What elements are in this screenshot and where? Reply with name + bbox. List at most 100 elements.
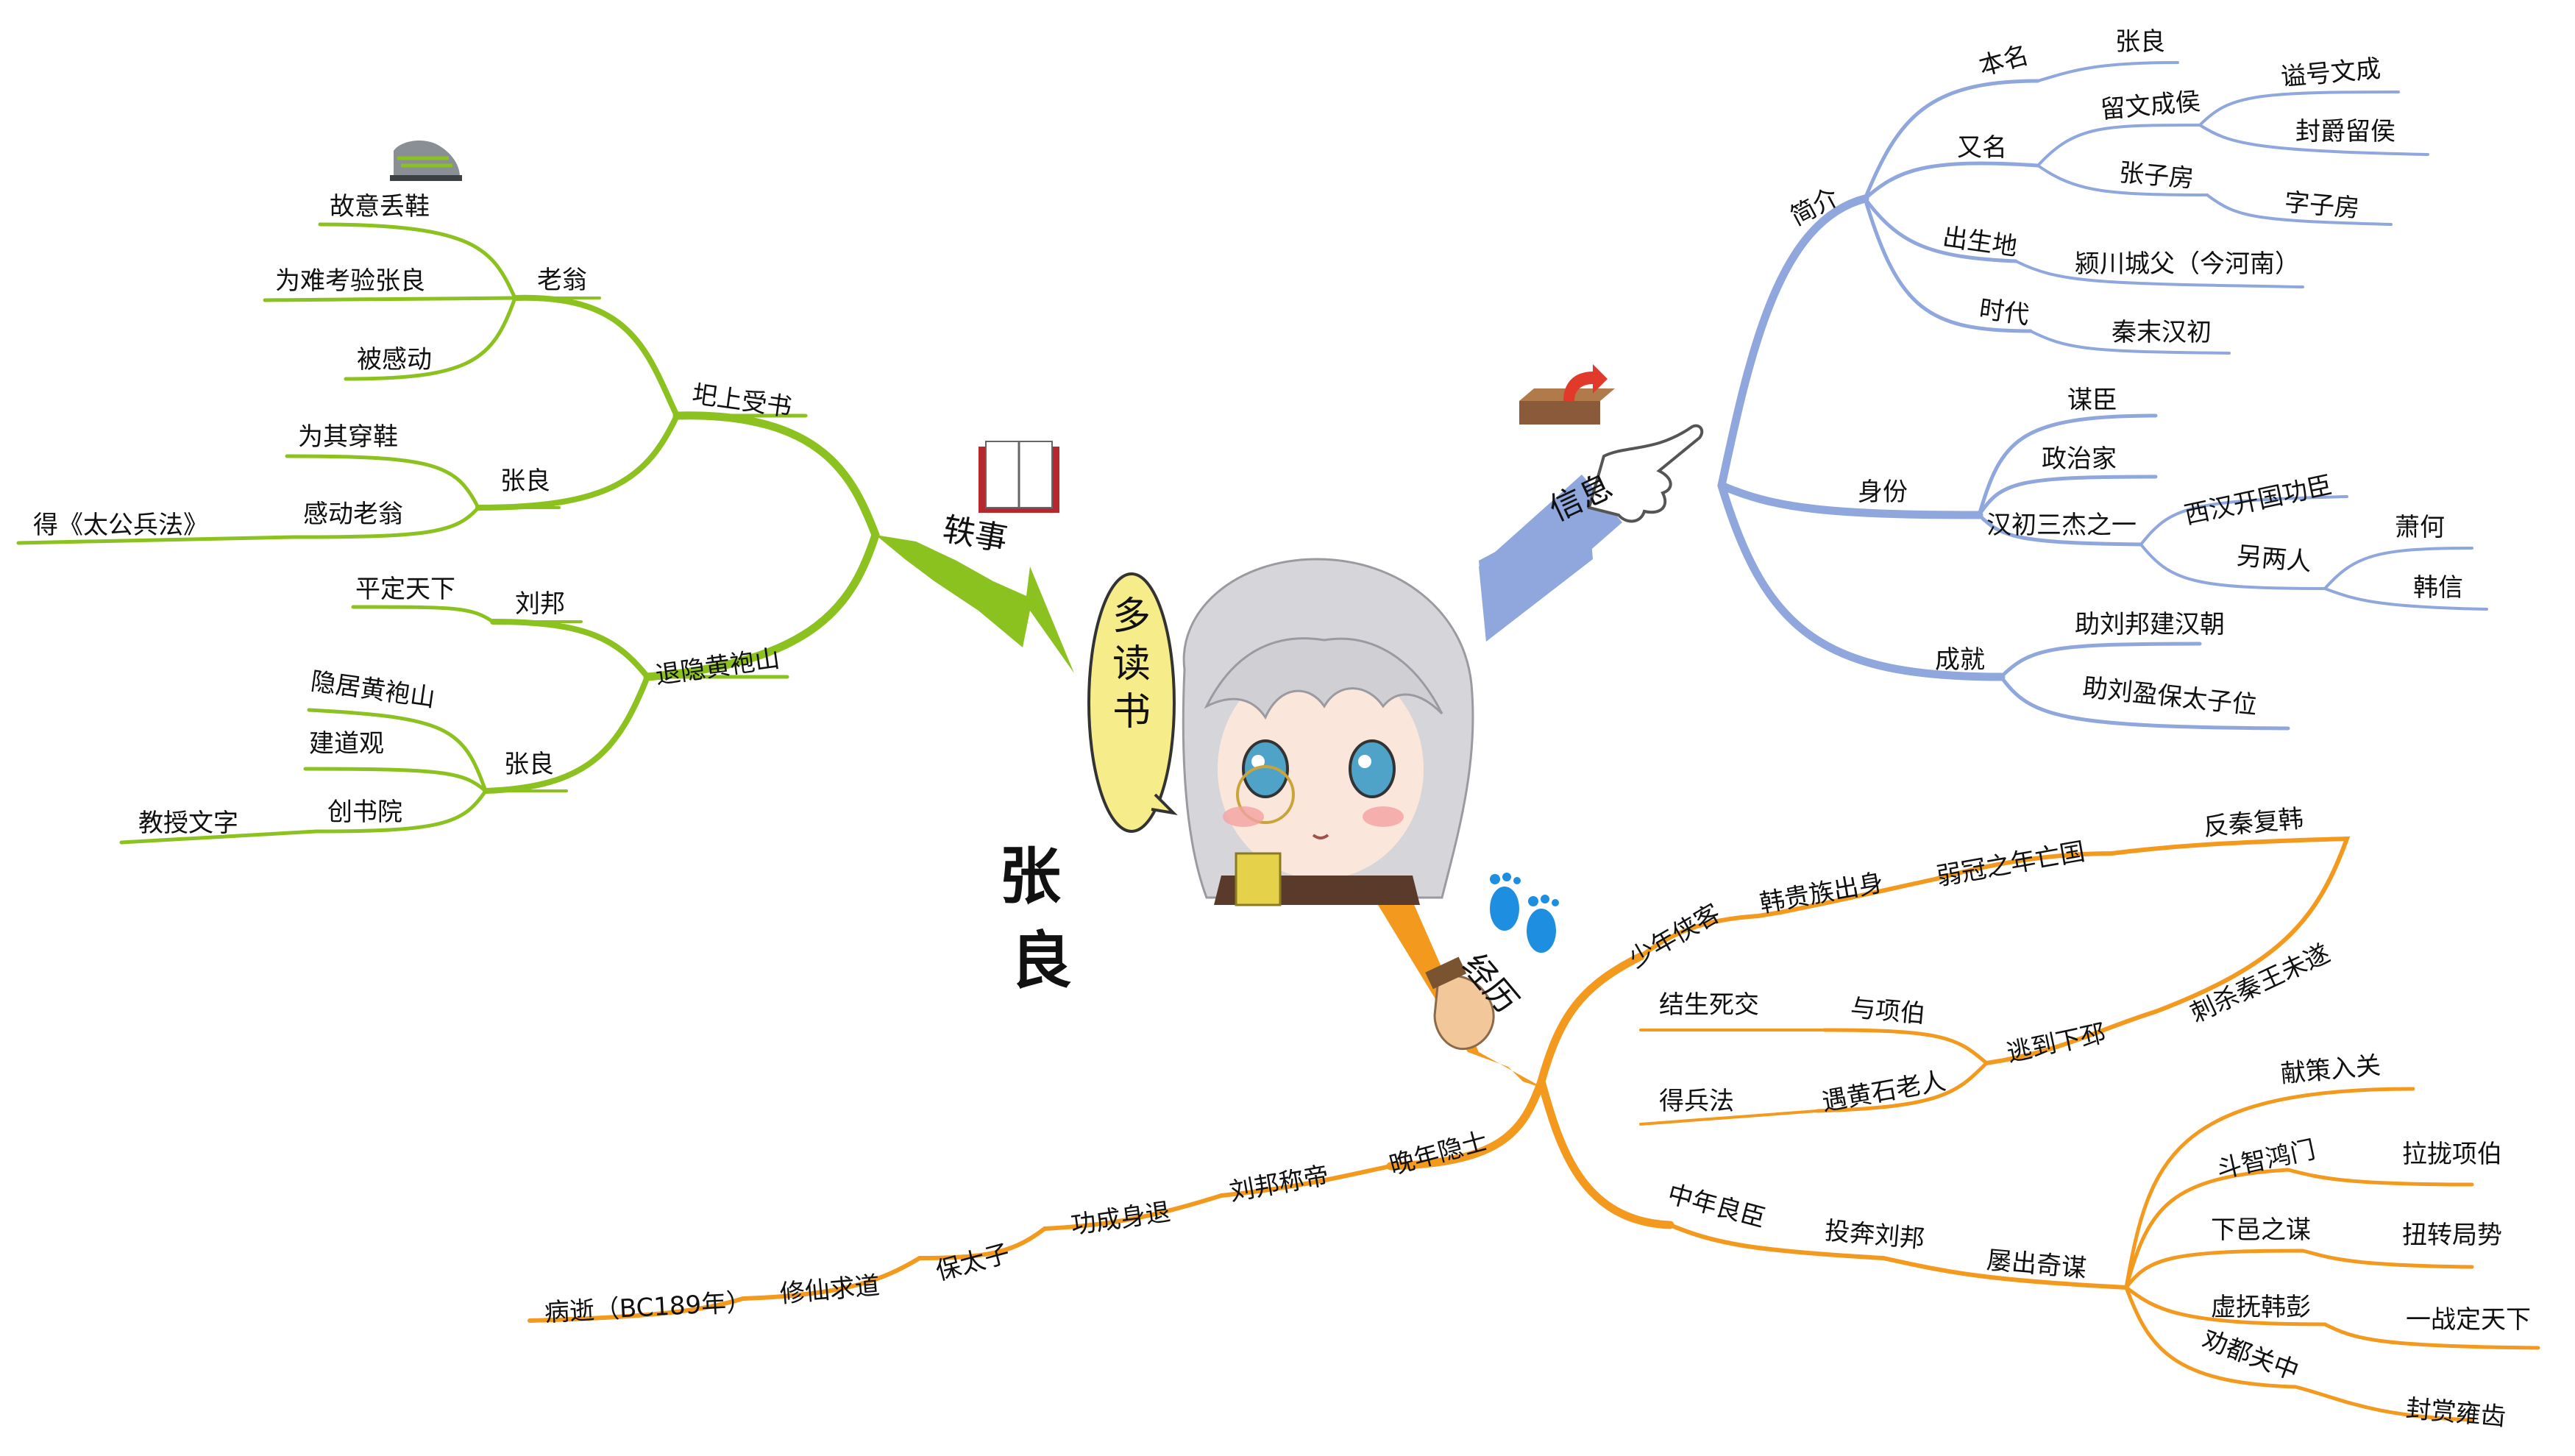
anecdotes-trunk bbox=[876, 535, 1074, 673]
connector bbox=[1043, 1193, 1223, 1231]
node-label: 成就 bbox=[1935, 645, 1985, 675]
node-label: 颍川城父（今河南） bbox=[2075, 249, 2300, 279]
node-label: 逃到下邳 bbox=[2004, 1018, 2108, 1068]
connector bbox=[2206, 193, 2393, 226]
connector bbox=[119, 829, 319, 845]
node-label: 字子房 bbox=[2284, 188, 2361, 224]
character-mouth bbox=[1312, 834, 1329, 839]
connector bbox=[1668, 1223, 1886, 1260]
connector bbox=[1863, 196, 2033, 333]
connector bbox=[528, 1296, 745, 1323]
connector bbox=[2198, 90, 2400, 127]
node-label: 弱冠之年亡国 bbox=[1934, 837, 2087, 892]
node-label: 建道观 bbox=[309, 729, 384, 759]
connector bbox=[475, 413, 680, 511]
node-label: 献策入关 bbox=[2279, 1051, 2382, 1089]
node-label: 拉拢项伯 bbox=[2402, 1140, 2502, 1169]
node-label: 又名 bbox=[1957, 133, 2007, 163]
connector bbox=[1881, 1256, 2128, 1290]
node-label: 遇黄石老人 bbox=[1820, 1066, 1948, 1117]
character-glasses bbox=[1236, 765, 1295, 824]
node-label: 本名 bbox=[1976, 40, 2032, 82]
character-fringe bbox=[1204, 637, 1443, 720]
connector bbox=[1977, 513, 2143, 547]
node-label: 修仙求道 bbox=[778, 1271, 881, 1309]
connector bbox=[2029, 330, 2231, 355]
connector bbox=[1863, 79, 2040, 201]
node-label: 与项伯 bbox=[1850, 993, 1927, 1029]
bubble-text-3: 书 bbox=[1112, 690, 1151, 734]
writing-hand-icon bbox=[1425, 956, 1495, 1051]
book-icon bbox=[979, 441, 1059, 513]
central-title-char-2: 良 bbox=[1010, 924, 1072, 997]
node-label: 留文成侯 bbox=[2099, 87, 2201, 125]
center-character-illustration bbox=[1182, 558, 1474, 906]
node-label: 萧何 bbox=[2395, 513, 2445, 542]
connector bbox=[483, 674, 650, 794]
connector bbox=[303, 767, 488, 793]
connector bbox=[318, 222, 517, 300]
connector bbox=[512, 294, 680, 419]
connector bbox=[1638, 910, 1783, 959]
connector bbox=[2323, 547, 2473, 590]
node-label: 刺杀秦王未遂 bbox=[2186, 939, 2334, 1029]
shoe-icon bbox=[390, 140, 462, 181]
connector bbox=[1717, 481, 2006, 681]
node-label: 封赏雍齿 bbox=[2405, 1394, 2507, 1432]
connector bbox=[2124, 1249, 2474, 1290]
arrow-box-icon bbox=[1519, 364, 1615, 425]
connector bbox=[2036, 61, 2179, 82]
node-label: 创书院 bbox=[327, 798, 402, 827]
bubble-text-2: 读 bbox=[1112, 642, 1151, 686]
node-label: 张良 bbox=[500, 466, 550, 496]
connector bbox=[314, 789, 488, 834]
node-label: 张良 bbox=[504, 750, 554, 779]
experience-branch bbox=[528, 836, 2540, 1422]
node-label: 刘邦称帝 bbox=[1227, 1161, 1331, 1207]
character-right-eye bbox=[1349, 739, 1396, 798]
bubble-text-1: 多 bbox=[1112, 594, 1151, 639]
node-label: 晚年隐士 bbox=[1386, 1126, 1491, 1181]
connector bbox=[344, 296, 517, 381]
connector bbox=[2036, 164, 2209, 196]
connector bbox=[2124, 1087, 2415, 1290]
connector bbox=[1999, 675, 2290, 731]
connector bbox=[307, 708, 488, 793]
connector bbox=[1639, 1109, 1819, 1126]
connector bbox=[2124, 1285, 2540, 1350]
speech-bubble: 多 读 书 bbox=[1087, 572, 1178, 833]
node-label: 扭转局势 bbox=[2402, 1221, 2502, 1250]
node-label: 病逝（BC189年） bbox=[544, 1288, 752, 1328]
node-label: 斗智鸿门 bbox=[2214, 1135, 2318, 1185]
node-label: 反秦复韩 bbox=[2202, 804, 2304, 842]
connector bbox=[917, 1226, 1047, 1260]
node-label: 平定天下 bbox=[355, 575, 455, 604]
connector bbox=[292, 505, 480, 539]
connector bbox=[1717, 481, 1983, 519]
anecdotes-labels: 轶事 圯上受书 老翁 故意丢鞋 为难考验张良 被感动 张良 为其穿鞋 感动老翁 … bbox=[33, 192, 1010, 838]
connector bbox=[16, 535, 296, 545]
node-label: 为难考验张良 bbox=[275, 266, 425, 296]
connector bbox=[1537, 1077, 1674, 1229]
node-label: 下邑之谋 bbox=[2211, 1215, 2311, 1245]
node-label: 助刘邦建汉朝 bbox=[2075, 610, 2225, 639]
footprints-icon bbox=[1490, 873, 1559, 953]
node-label: 韩信 bbox=[2413, 573, 2463, 603]
connector bbox=[263, 296, 517, 302]
node-label: 故意丢鞋 bbox=[330, 192, 430, 221]
node-label: 中年良臣 bbox=[1664, 1179, 1769, 1234]
connector bbox=[285, 454, 480, 510]
node-label: 汉初三杰之一 bbox=[1986, 511, 2137, 540]
connector bbox=[2139, 543, 2326, 590]
eye-highlight bbox=[1358, 755, 1371, 768]
character-book bbox=[1235, 852, 1282, 906]
node-label: 封爵留侯 bbox=[2295, 117, 2395, 146]
node-label: 谥号文成 bbox=[2280, 54, 2382, 93]
branch-label-anecdotes: 轶事 bbox=[940, 511, 1011, 559]
node-label: 时代 bbox=[1978, 294, 2031, 330]
bubble-tail bbox=[1151, 793, 1178, 815]
node-label: 张良 bbox=[2115, 27, 2165, 57]
connector bbox=[2124, 1168, 2474, 1290]
connector bbox=[1863, 161, 2040, 201]
node-label: 韩贵族出身 bbox=[1758, 868, 1886, 919]
